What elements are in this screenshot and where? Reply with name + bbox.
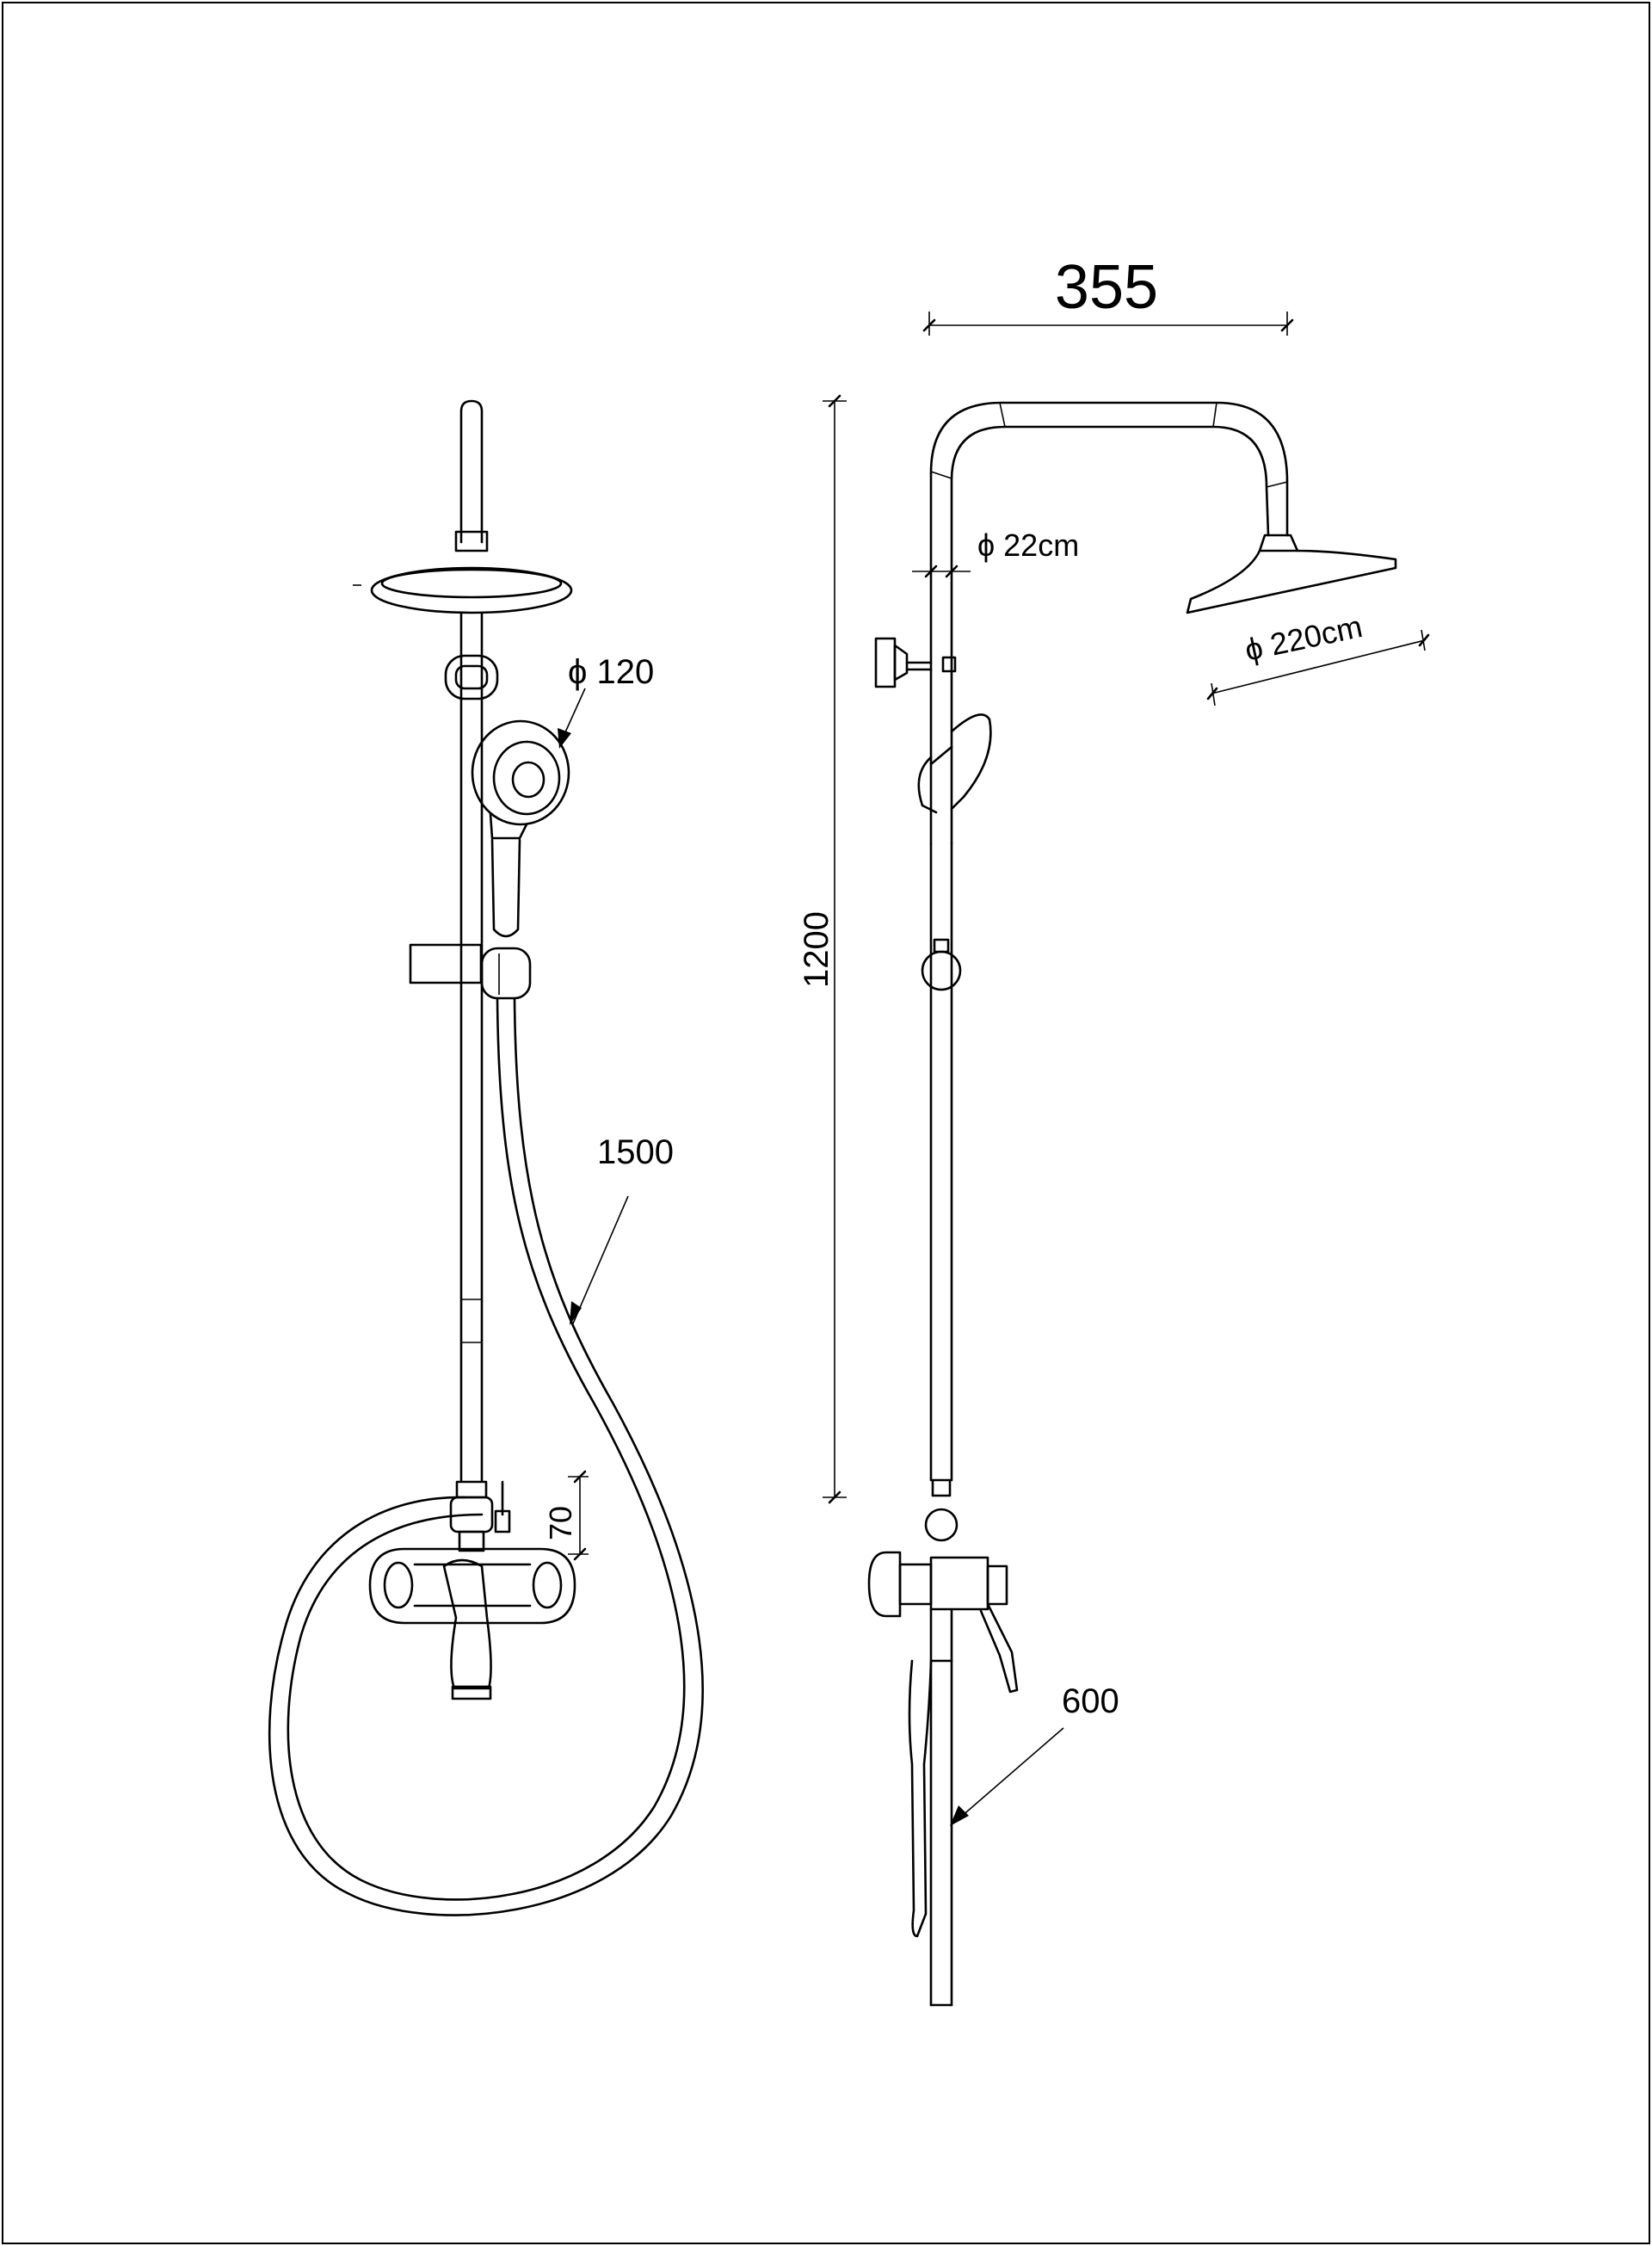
side-lower-pipe	[929, 842, 953, 1482]
side-wall-bracket	[874, 637, 957, 688]
leader-hose-length	[570, 1195, 629, 1325]
arm-joint-3	[930, 471, 952, 479]
dim-rail-height	[823, 394, 847, 1504]
hand-shower-dia-label: ϕ 120	[568, 653, 654, 691]
side-hand-shower	[917, 713, 992, 814]
side-shower-arm-inner	[950, 425, 1270, 845]
side-spout	[908, 1607, 953, 1938]
dim-outlet-offset	[568, 1470, 589, 1561]
rail-height-label: 1200	[798, 911, 835, 988]
side-mixer-valve	[867, 1551, 1019, 1694]
front-spout	[442, 1558, 492, 1700]
front-hose-inner	[268, 997, 704, 1916]
front-column-pipe	[459, 611, 484, 1482]
front-view: 70 ϕ 120 1500	[268, 399, 704, 1916]
front-overhead-head	[353, 566, 573, 614]
side-view: 355 ϕ 22cm ϕ 220cm	[798, 253, 1430, 2007]
front-slide-bracket	[409, 943, 532, 1000]
side-lower-joint	[924, 1478, 959, 1542]
hose-length-label: 1500	[597, 1133, 674, 1171]
front-hand-shower	[471, 719, 570, 938]
head-dia-label: ϕ 220cm	[1242, 608, 1365, 668]
dim-arm-reach	[922, 312, 1294, 336]
front-hose	[287, 997, 686, 1901]
arm-reach-label: 355	[1055, 253, 1158, 322]
arm-joint-4	[1266, 481, 1288, 488]
side-hose-pipe	[929, 1659, 953, 2007]
dim-head-dia	[1206, 629, 1430, 707]
leader-hand-shower-dia	[558, 688, 586, 749]
dim-outlet-offset-label: 70	[543, 1506, 578, 1540]
side-shower-arm	[929, 401, 1289, 845]
side-overhead-head	[1186, 534, 1397, 614]
side-slider-knob	[921, 938, 962, 991]
front-riser-nut	[454, 530, 489, 552]
leader-hose-length-side	[950, 1727, 1064, 1826]
arm-joint-1	[999, 402, 1006, 428]
front-diverter	[449, 1480, 511, 1552]
hose-length-side-label: 600	[1062, 1682, 1119, 1720]
dim-pipe-dia	[912, 565, 971, 578]
front-mixer-valve	[368, 1547, 576, 1625]
front-riser-pipe	[459, 399, 484, 544]
front-upper-clamp	[444, 654, 499, 700]
pipe-dia-label: ϕ 22cm	[977, 528, 1079, 563]
arm-joint-2	[1212, 402, 1217, 428]
